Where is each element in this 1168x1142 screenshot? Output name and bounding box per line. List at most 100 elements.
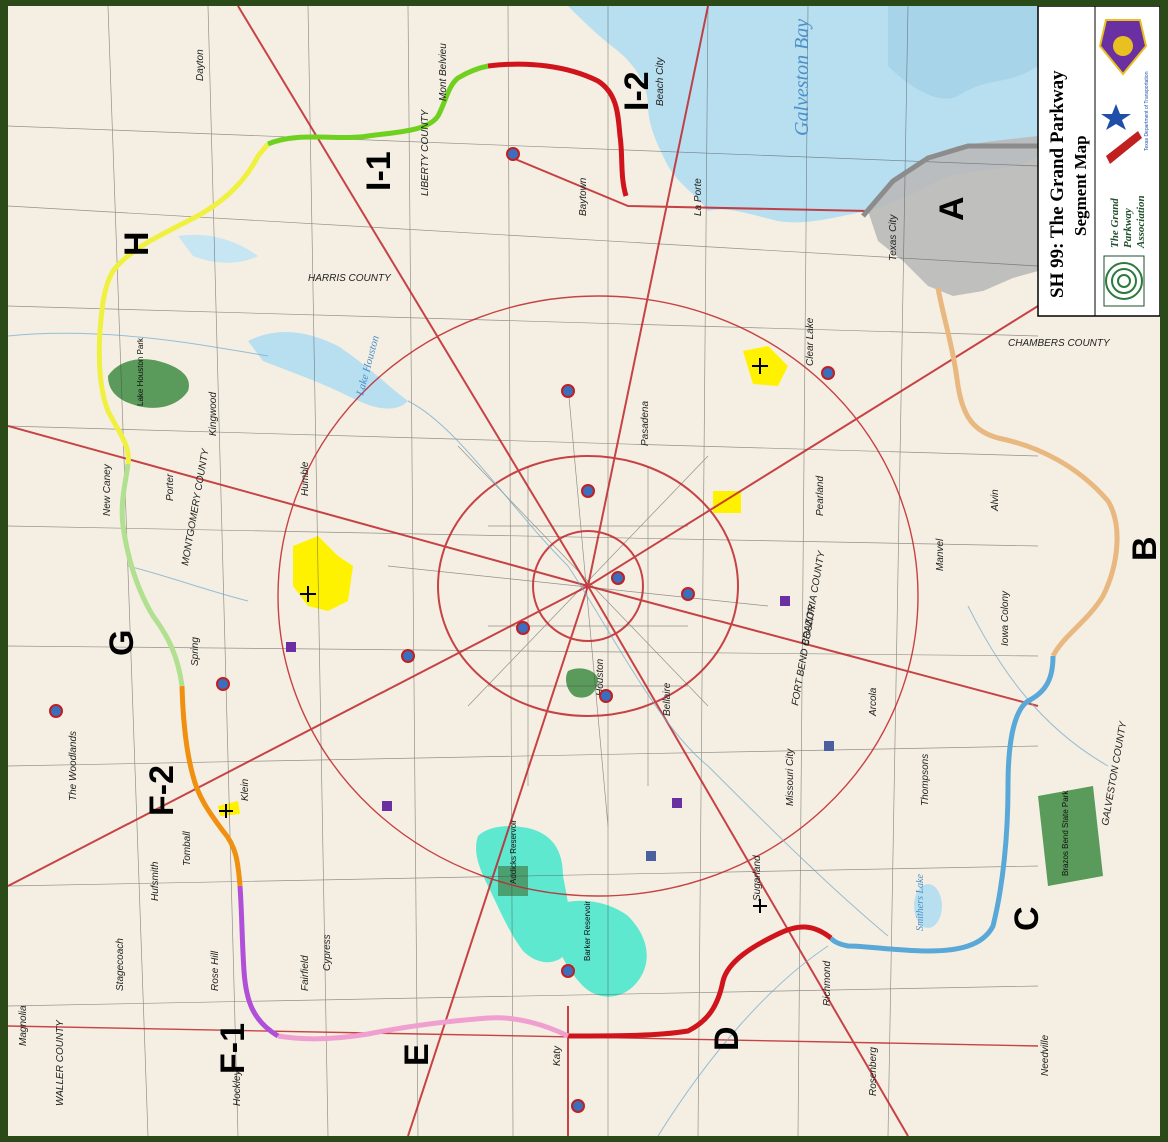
town-texas-city: Texas City	[888, 214, 899, 261]
segment-i1-label: I-1	[360, 151, 398, 191]
map-subtitle: Segment Map	[1071, 135, 1090, 236]
segment-a-route	[861, 143, 1038, 218]
county-harris: HARRIS COUNTY	[308, 273, 392, 284]
waterways	[8, 332, 1109, 1136]
interstate-shield-icon	[571, 1099, 585, 1113]
memorial-park	[566, 668, 598, 698]
town-beach-city: Beach City	[655, 57, 666, 106]
segment-b-label: B	[1126, 536, 1160, 561]
segment-f2-route	[179, 685, 243, 887]
airplane-icon	[219, 804, 233, 818]
barker-reservoir	[553, 900, 647, 997]
segment-c-route	[828, 655, 1056, 954]
tollway-shield-icon	[780, 596, 790, 606]
segment-a-label: A	[933, 196, 971, 221]
interstate-shield-icon	[599, 689, 613, 703]
town-new-caney: New Caney	[102, 463, 113, 516]
addicks-label: Addicks Reservoir	[509, 819, 518, 884]
texas-city-area	[868, 136, 1038, 296]
segment-i2-label: I-2	[618, 71, 656, 111]
town-la-porte: La Porte	[693, 178, 704, 216]
segment-f1-label: F-1	[214, 1023, 252, 1074]
town-richmond: Richmond	[822, 961, 833, 1006]
segment-g-route	[119, 463, 185, 687]
town-kingwood: Kingwood	[208, 392, 219, 436]
town-rose-hill: Rose Hill	[210, 950, 221, 991]
town-porter: Porter	[165, 473, 176, 501]
gpa-logo-core	[1117, 274, 1131, 288]
interstate-shield-icon	[561, 964, 575, 978]
addicks-park	[498, 866, 528, 896]
county-liberty: LIBERTY COUNTY	[420, 108, 431, 196]
brazos-bend-park	[1038, 786, 1103, 886]
town-tomball: Tomball	[182, 831, 193, 866]
town-bellaire: Bellaire	[662, 682, 673, 716]
town-spring: Spring	[190, 637, 201, 666]
segment-h-route	[96, 142, 270, 465]
local-roads	[8, 6, 1039, 1136]
interstate-shield-icon	[516, 621, 530, 635]
town-klein: Klein	[240, 778, 251, 801]
gpa-logo-ring	[1111, 268, 1137, 294]
town-thompsons: Thompsons	[920, 754, 931, 806]
barker-label: Barker Reservoir	[583, 901, 592, 961]
toll-authority-logo-icon	[1098, 19, 1148, 76]
interstate-shield-icon	[506, 147, 520, 161]
gpa-logo-icon	[1105, 262, 1143, 300]
brazos-bend-label: Brazos Bend State Park	[1061, 790, 1070, 876]
interstate-shield-icon	[611, 571, 625, 585]
town-pasadena: Pasadena	[640, 401, 651, 446]
county-chambers: CHAMBERS COUNTY	[1008, 338, 1111, 349]
gpa-name-line3: Association	[1135, 195, 1147, 249]
interstate-shields	[49, 147, 835, 1113]
town-humble: Humble	[300, 461, 311, 496]
segment-e-route	[277, 1015, 570, 1042]
segment-b-route	[935, 287, 1120, 658]
segment-f1-route	[237, 885, 280, 1039]
river-water	[178, 234, 258, 263]
town-cypress: Cypress	[322, 934, 333, 971]
map-title: SH 99: The Grand Parkway	[1047, 70, 1068, 298]
segment-d-label: D	[708, 1026, 746, 1051]
lake-houston-water	[248, 331, 408, 409]
town-needville: Needville	[1040, 1034, 1051, 1076]
town-arcola: Arcola	[868, 687, 879, 717]
interstate-shield-icon	[216, 677, 230, 691]
title-block: SH 99: The Grand Parkway Segment Map The…	[1037, 6, 1160, 317]
smithers-lake-water	[914, 884, 942, 928]
town-baytown: Baytown	[578, 177, 589, 216]
tollway-shield-icon	[286, 642, 296, 652]
segment-g-label: G	[103, 630, 141, 656]
town-rosenberg: Rosenberg	[868, 1047, 879, 1096]
interstate-shield-icon	[681, 587, 695, 601]
airport-icons	[219, 358, 768, 913]
town-missouri-city: Missouri City	[785, 748, 796, 806]
tollway-shield-icon	[382, 801, 392, 811]
segment-e-label: E	[398, 1043, 436, 1066]
interstate-shield-icon	[401, 649, 415, 663]
interstate-shield-icon	[49, 704, 63, 718]
segment-d-route	[567, 924, 833, 1039]
town-katy: Katy	[552, 1045, 563, 1066]
town-clear-lake: Clear Lake	[805, 317, 816, 366]
tollway-shield-icon	[824, 741, 834, 751]
town-mont-belvieu: Mont Belvieu	[438, 43, 449, 101]
galveston-bay-label: Galveston Bay	[791, 19, 813, 136]
tollway-shield-icon	[646, 851, 656, 861]
airplane-icon	[753, 899, 767, 913]
town-fairfield: Fairfield	[300, 955, 311, 991]
town-hufsmith: Hufsmith	[150, 861, 161, 901]
segment-c-label: C	[1008, 906, 1046, 931]
lake-houston-park	[108, 359, 189, 408]
segment-f2-label: F-2	[143, 765, 181, 816]
county-waller: WALLER COUNTY	[55, 1019, 66, 1106]
highways	[8, 6, 1039, 1136]
map-canvas: A B C D E F-1 F-2 G H I-1 I-2 Galveston …	[8, 6, 1160, 1136]
airplane-icon	[752, 358, 768, 374]
town-magnolia: Magnolia	[18, 1005, 29, 1046]
segment-i2-route	[487, 61, 629, 197]
lake-houston-park-label: Lake Houston Park	[136, 337, 145, 406]
gpa-logo-frame	[1103, 255, 1145, 307]
segment-i1-route	[267, 63, 489, 147]
